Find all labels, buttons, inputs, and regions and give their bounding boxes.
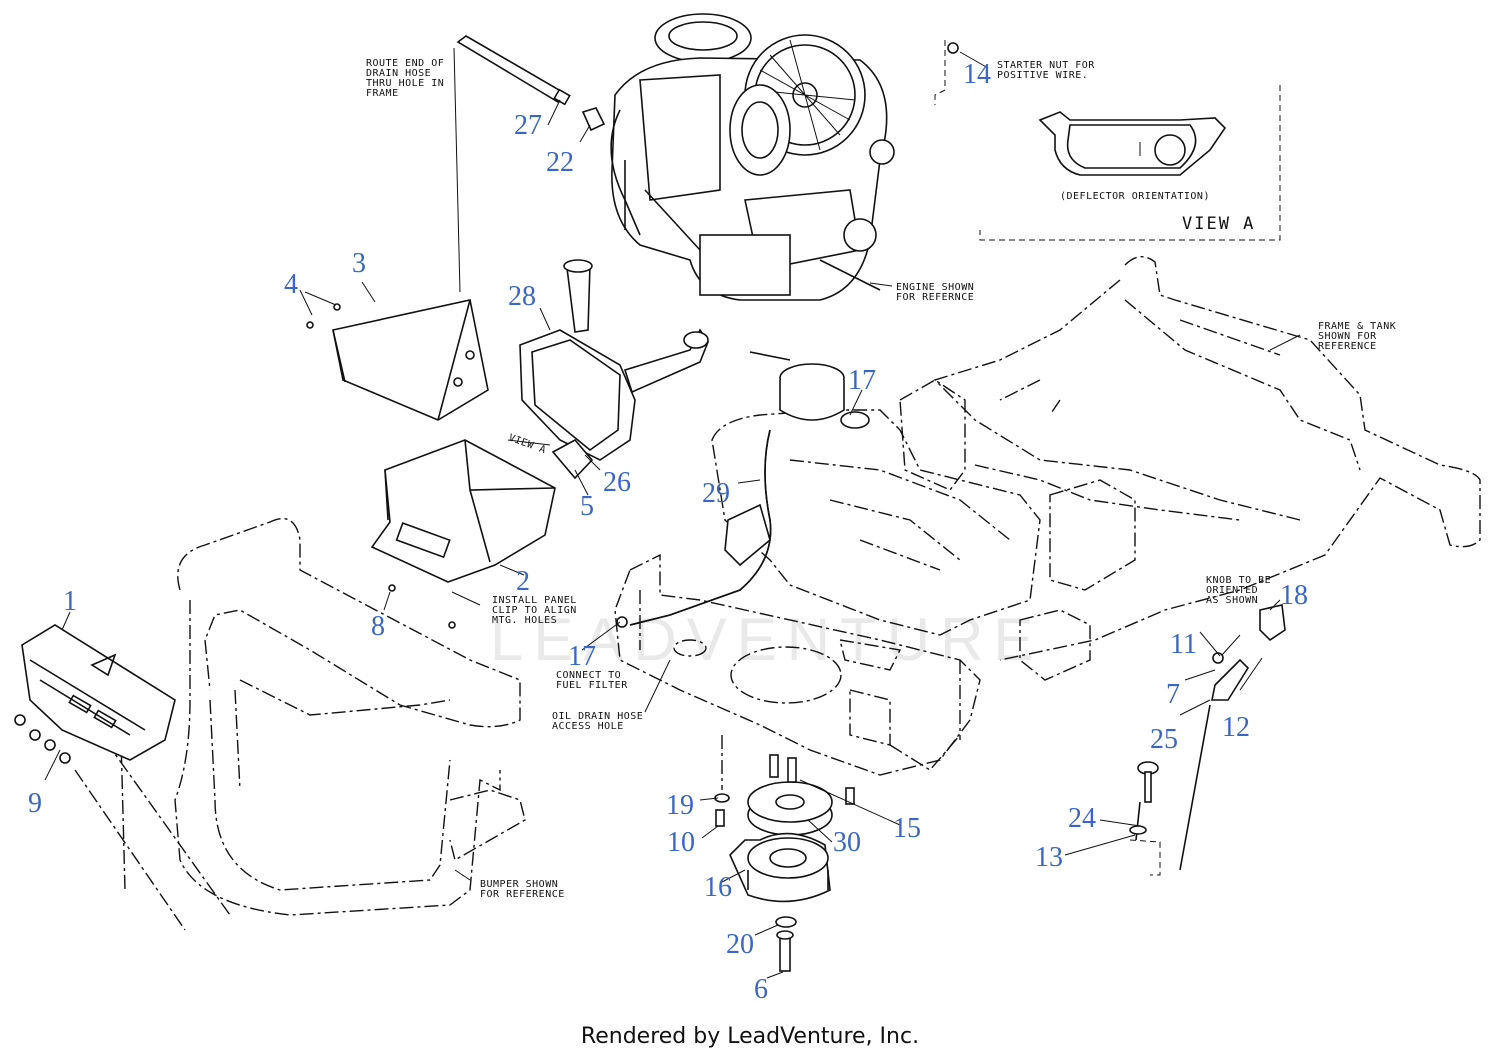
callout-20: 20: [726, 929, 754, 960]
note-starter-nut: STARTER NUT FOR POSITIVE WIRE.: [997, 60, 1095, 81]
leader-lines: [44, 47, 1301, 979]
watermark: LEADVENTURE: [490, 606, 1043, 673]
callout-26: 26: [603, 467, 631, 498]
callout-8: 8: [371, 611, 385, 642]
callout-13: 13: [1035, 842, 1063, 873]
note-oil-drain: OIL DRAIN HOSE ACCESS HOLE: [552, 711, 643, 732]
view-a-inset: [979, 85, 1281, 241]
note-fuel-filter: CONNECT TO FUEL FILTER: [556, 670, 628, 691]
svg-text:CLIP TO ALIGN: CLIP TO ALIGN: [492, 605, 577, 616]
footer-credit: Rendered by LeadVenture, Inc.: [580, 1024, 920, 1049]
callout-10: 10: [667, 827, 695, 858]
svg-text:THRU HOLE IN: THRU HOLE IN: [366, 78, 444, 89]
pulley-part: [747, 781, 833, 836]
fuel-tank-reference: [711, 351, 1041, 636]
callout-numbers: 1 2 3 4 5 6 7 8 9 10 11 12 13 14 15 16 1…: [28, 59, 1308, 1005]
callout-4: 4: [284, 269, 298, 300]
callout-12: 12: [1222, 712, 1250, 743]
svg-text:OIL DRAIN HOSE: OIL DRAIN HOSE: [552, 711, 643, 722]
engine-illustration: [610, 13, 895, 301]
svg-text:MTG. HOLES: MTG. HOLES: [492, 615, 557, 626]
note-deflector: (DEFLECTOR ORIENTATION): [1060, 191, 1210, 202]
callout-27: 27: [514, 110, 542, 141]
svg-text:ROUTE END OF: ROUTE END OF: [366, 58, 444, 69]
bumper-reference: [74, 517, 526, 931]
svg-text:ENGINE SHOWN: ENGINE SHOWN: [896, 282, 974, 293]
svg-text:SHOWN FOR: SHOWN FOR: [1318, 331, 1377, 342]
frame-brackets-reference: [899, 379, 1136, 681]
callout-18: 18: [1280, 580, 1308, 611]
callout-9: 9: [28, 788, 42, 819]
deck-platform-reference: [614, 553, 981, 776]
callout-11: 11: [1170, 629, 1197, 660]
callout-19: 19: [666, 790, 694, 821]
callout-2: 2: [516, 566, 530, 597]
callout-30: 30: [833, 827, 861, 858]
starter-nut-part: [934, 40, 959, 105]
callout-28: 28: [508, 281, 536, 312]
dipstick-part: [1129, 761, 1161, 876]
frame-reference: [933, 256, 1481, 661]
drain-hose-part: [456, 35, 606, 132]
svg-text:ACCESS HOLE: ACCESS HOLE: [552, 721, 624, 732]
callout-6: 6: [754, 974, 768, 1005]
callout-14: 14: [963, 59, 991, 90]
note-frame-tank: FRAME & TANK SHOWN FOR REFERENCE: [1318, 321, 1396, 352]
callout-7: 7: [1166, 679, 1180, 710]
svg-text:REFERENCE: REFERENCE: [1318, 341, 1377, 352]
choke-control-part: [1179, 604, 1286, 871]
svg-text:FOR REFERNCE: FOR REFERNCE: [896, 292, 974, 303]
view-a-arrow-label: VIEW A: [507, 432, 548, 456]
svg-text:FRAME & TANK: FRAME & TANK: [1318, 321, 1396, 332]
callout-3: 3: [352, 248, 366, 279]
note-panel-clip: INSTALL PANEL CLIP TO ALIGN MTG. HOLES: [492, 595, 577, 626]
svg-text:ORIENTED: ORIENTED: [1206, 585, 1258, 596]
mount-bracket-part: [370, 439, 556, 629]
note-knob: KNOB TO BE ORIENTED AS SHOWN: [1206, 575, 1271, 606]
clutch-bolt-part: [775, 916, 797, 972]
view-a-label: VIEW A: [1182, 214, 1255, 234]
svg-text:CONNECT TO: CONNECT TO: [556, 670, 621, 681]
callout-17-lower: 17: [568, 641, 596, 672]
muffler-part: [519, 259, 709, 480]
small-fasteners: [714, 735, 855, 827]
heat-shield-part: [306, 299, 489, 421]
svg-text:FUEL FILTER: FUEL FILTER: [556, 680, 628, 691]
callout-5: 5: [580, 491, 594, 522]
callout-16: 16: [704, 872, 732, 903]
callout-25: 25: [1150, 724, 1178, 755]
foot-plate-part: [14, 624, 176, 764]
svg-text:INSTALL PANEL: INSTALL PANEL: [492, 595, 577, 606]
note-bumper: BUMPER SHOWN FOR REFERENCE: [480, 879, 565, 900]
callout-15: 15: [893, 813, 921, 844]
svg-text:FOR REFERENCE: FOR REFERENCE: [480, 889, 565, 900]
svg-text:FRAME: FRAME: [366, 88, 399, 99]
callout-17-upper: 17: [848, 365, 876, 396]
fuel-line-part: [616, 429, 772, 628]
svg-text:AS SHOWN: AS SHOWN: [1206, 595, 1258, 606]
svg-text:KNOB TO BE: KNOB TO BE: [1206, 575, 1271, 586]
svg-text:DRAIN HOSE: DRAIN HOSE: [366, 68, 431, 79]
svg-text:STARTER NUT FOR: STARTER NUT FOR: [997, 60, 1095, 71]
svg-text:POSITIVE WIRE.: POSITIVE WIRE.: [997, 70, 1088, 81]
svg-text:BUMPER SHOWN: BUMPER SHOWN: [480, 879, 558, 890]
callout-22: 22: [546, 147, 574, 178]
electric-clutch-part: [729, 832, 831, 903]
callout-1: 1: [63, 586, 77, 617]
callout-29: 29: [702, 478, 730, 509]
note-drain-hose: ROUTE END OF DRAIN HOSE THRU HOLE IN FRA…: [366, 58, 444, 99]
note-engine: ENGINE SHOWN FOR REFERNCE: [896, 282, 974, 303]
callout-24: 24: [1068, 803, 1096, 834]
